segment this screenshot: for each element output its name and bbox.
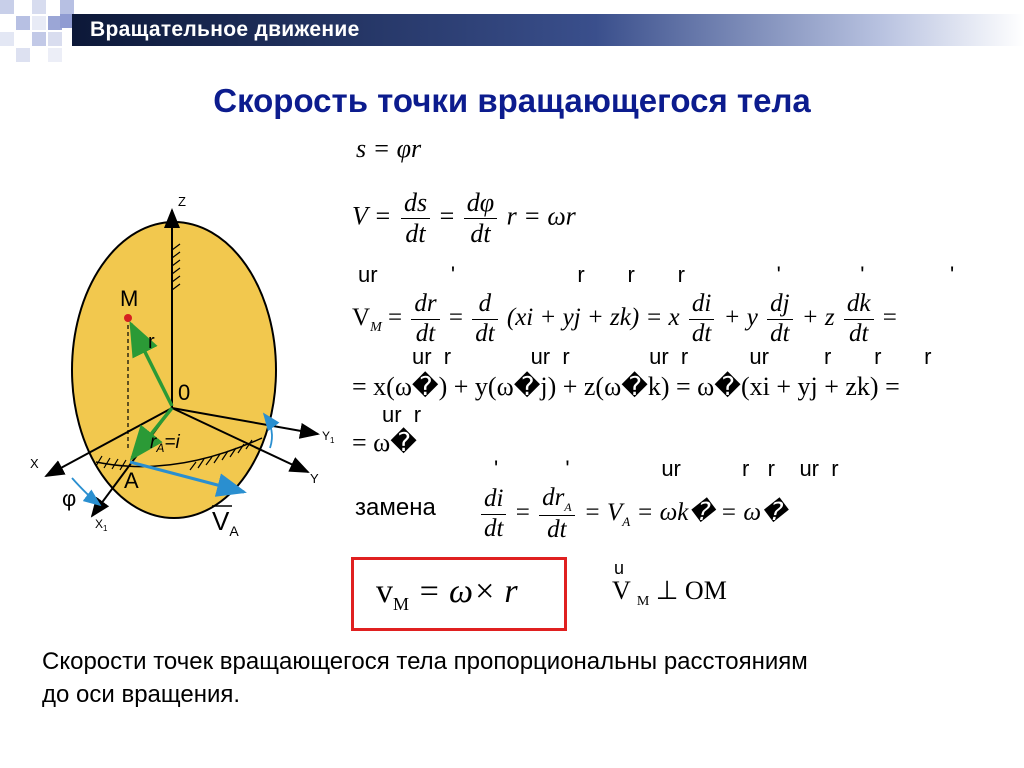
label-o: 0 [178,380,190,405]
vm-label: V [352,303,371,331]
zamena-rhs: = V [583,499,623,527]
x-axis [44,407,173,477]
phi-arc [71,477,102,507]
frac-dphi: dφ [463,188,498,219]
vm-sub: M [370,319,382,335]
conclusion-text: Скорости точек вращающегося тела пропорц… [42,645,982,711]
v-rhs: r = ωr [506,201,576,231]
y1-axis [171,407,320,439]
result-sub: M [393,593,410,614]
equation-s: s = φr [356,134,422,163]
point-m [124,314,132,322]
perp-v: V [612,576,631,605]
label-va: VA [212,506,239,539]
label-x1: X1 [95,517,108,533]
rotation-diagram: Z M r 0 rA=i Y1 Y X A φ X1 VA [30,194,335,539]
zamena-rhs2: = ωk� = ω� [636,499,787,527]
header-title: Вращательное движение [90,18,360,41]
conclusion-line-2: до оси вращения. [42,681,241,708]
arrow-marks-row3: ur ' r r r ' ' ' [358,262,955,287]
perp-sub: M [636,594,650,610]
conclusion-line-1: Скорости точек вращающегося тела пропорц… [42,648,808,675]
label-m: M [120,286,138,311]
equation-row5: = ω� [352,428,417,457]
perp-rhs: ⊥ OM [655,576,727,605]
label-x: X [30,456,39,471]
label-phi: φ [62,486,76,511]
slide-title: Скорость точки вращающегося тела [213,82,811,119]
label-a: A [124,468,139,493]
equation-row4: = x(ω�) + y(ω�j) + z(ω�k) = ω�(xi + yj +… [352,372,900,401]
arrow-marks-zamena: ' ' ur r r ur r [494,456,839,481]
arrow-marks-row4: ur r ur r ur r ur r r r [412,344,932,369]
label-ra: rA=i [150,432,180,455]
label-z: Z [178,194,186,209]
result-formula: vM = ω× r [376,573,518,615]
rotation-arc [262,412,280,449]
label-y: Y [310,471,319,486]
frac-dt: dt [405,218,426,248]
zamena-label: замена [355,494,436,521]
frac-dt-2: dt [470,218,491,248]
vector-ra [129,406,174,461]
label-y1: Y1 [322,429,335,445]
vector-r [129,320,174,407]
header-bar [72,14,1024,46]
perpendicular-note: u V M ⊥ OM [612,558,727,610]
result-v: v [376,573,393,610]
label-r: r [148,331,155,353]
hatch-marks [95,243,253,471]
vector-va [129,460,247,497]
arrow-marks-row5: ur r [382,402,422,427]
v-lhs: V = [352,201,392,231]
result-box [351,557,567,631]
y-axis [171,407,310,473]
result-rhs: = ω× r [417,573,518,610]
frac-ds: ds [400,188,431,219]
